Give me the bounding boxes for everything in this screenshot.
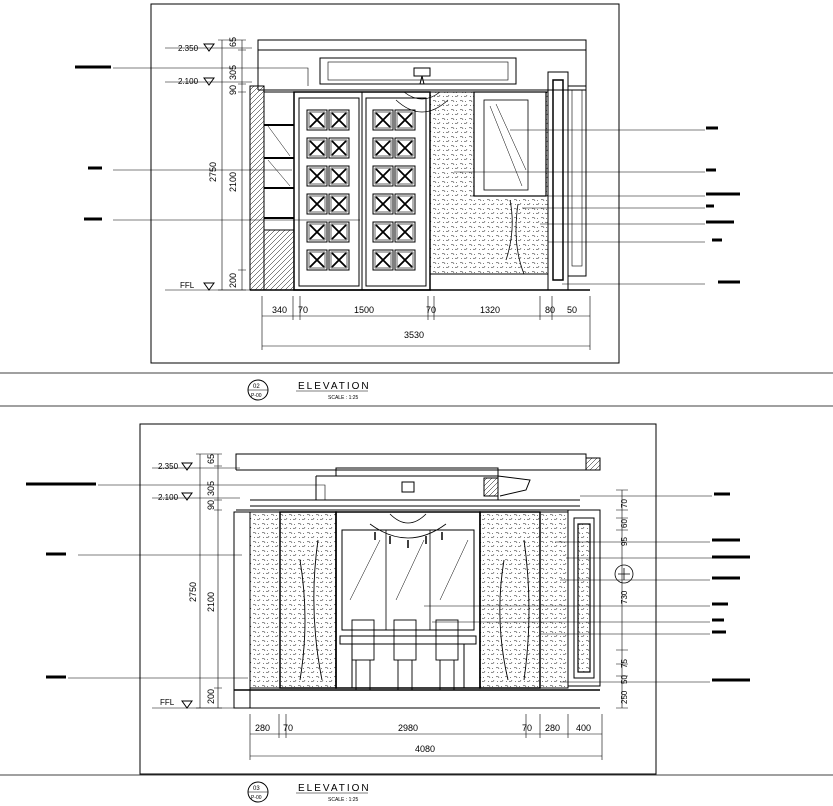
rdim-75-bottom: 75	[620, 659, 629, 668]
frame-bottom	[139, 423, 657, 775]
vdim-90-top: 90	[228, 85, 238, 95]
ceiling-cornice	[319, 57, 517, 85]
elevation-scale-bottom: SCALE : 1:25	[328, 797, 359, 803]
rdim-730-bottom: 730	[620, 590, 629, 604]
hdim-70a-bottom: 70	[283, 723, 293, 733]
hdim-1320-top: 1320	[480, 305, 500, 315]
rdim-95-bottom: 95	[620, 537, 629, 546]
vdim-2100-bottom: 2100	[206, 592, 216, 612]
elevation-scale-top: SCALE : 1:25	[328, 395, 359, 401]
marker-sheet-top: P-00	[251, 393, 262, 399]
leader-notes-left-bottom	[26, 482, 96, 679]
marker-num-top: 02	[253, 384, 260, 390]
title-block-bottom: 03 P-00 ELEVATION SCALE : 1:25	[0, 774, 833, 803]
mirror-top	[483, 99, 529, 191]
level-ffl-bottom: FFL	[160, 698, 175, 707]
vdim-65-bottom: 65	[206, 454, 216, 464]
vdim-2100-top: 2100	[228, 172, 238, 192]
leader-notes-right-bottom	[712, 492, 750, 682]
elevation-bottom: 2.350 2.100 FFL 65 305 90 2750 2100 200 …	[26, 423, 750, 775]
vdim-200-bottom: 200	[206, 689, 216, 704]
hdim-2980-bottom: 2980	[398, 723, 418, 733]
hdim-80-top: 80	[545, 305, 555, 315]
elevation-title-top: ELEVATION	[298, 381, 371, 392]
hdim-70b-top: 70	[426, 305, 436, 315]
hdim-total-bottom: 4080	[415, 744, 435, 754]
level-2100-bottom: 2.100	[158, 493, 179, 502]
title-block-top: 02 P-00 ELEVATION SCALE : 1:25	[0, 372, 833, 407]
hdim-70a-top: 70	[298, 305, 308, 315]
level-2350-bottom: 2.350	[158, 462, 179, 471]
level-2350-top: 2.350	[178, 44, 199, 53]
hdim-70b-bottom: 70	[522, 723, 532, 733]
frame-top	[150, 3, 620, 364]
vdim-305-bottom: 305	[206, 481, 216, 496]
vdim-305-top: 305	[228, 65, 238, 80]
rdim-70-bottom: 70	[620, 499, 629, 508]
leader-notes-right-top	[706, 126, 740, 284]
vdim-90-bottom: 90	[206, 500, 216, 510]
vdim-2750-bottom: 2750	[188, 582, 198, 602]
vdim-65-top: 65	[228, 37, 238, 47]
rdim-60-bottom: 60	[620, 519, 629, 528]
hdim-50-top: 50	[567, 305, 577, 315]
hdim-total-top: 3530	[404, 330, 424, 340]
hdim-280a-bottom: 280	[255, 723, 270, 733]
elevation-title-bottom: ELEVATION	[298, 783, 371, 794]
marker-sheet-bottom: P-00	[251, 795, 262, 801]
level-ffl-top: FFL	[180, 281, 195, 290]
marker-num-bottom: 03	[253, 786, 260, 792]
hdim-340-top: 340	[272, 305, 287, 315]
hdim-280b-bottom: 280	[545, 723, 560, 733]
level-2100-top: 2.100	[178, 77, 199, 86]
hdim-1500-top: 1500	[354, 305, 374, 315]
vdim-200-top: 200	[228, 273, 238, 288]
rdim-50-bottom: 50	[620, 675, 629, 684]
rdim-250-bottom: 250	[620, 690, 629, 704]
leader-notes-left-top	[75, 65, 111, 221]
vdim-2750-top: 2750	[208, 162, 218, 182]
hdim-400-bottom: 400	[576, 723, 591, 733]
central-window	[335, 511, 481, 689]
elevation-top: 2.350 2.100 FFL 65 305 90 2750 2100 200 …	[75, 3, 740, 364]
